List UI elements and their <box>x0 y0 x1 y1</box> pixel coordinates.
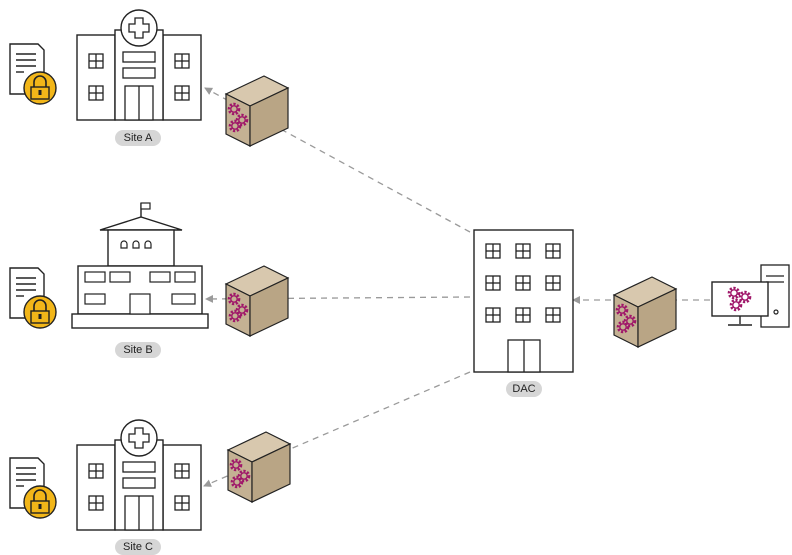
site-c-label: Site C <box>115 539 161 555</box>
locked-document-icon-b <box>9 267 57 329</box>
hospital-icon-site-c <box>77 420 201 530</box>
hospital-icon-site-a <box>77 10 201 120</box>
edge-dac-site-c <box>203 371 471 487</box>
site-b-label: Site B <box>115 342 161 358</box>
package-icon-dac <box>614 277 676 347</box>
dac-building-icon <box>473 229 574 373</box>
package-icon-b <box>226 266 288 336</box>
workstation-icon <box>711 264 790 328</box>
site-a-label: Site A <box>115 130 161 146</box>
locked-document-icon-c <box>9 457 57 519</box>
package-icon-a <box>226 76 288 146</box>
dac-label: DAC <box>506 381 542 397</box>
package-icon-c <box>228 432 290 502</box>
building-icon-site-b <box>71 202 209 329</box>
locked-document-icon-a <box>9 43 57 105</box>
